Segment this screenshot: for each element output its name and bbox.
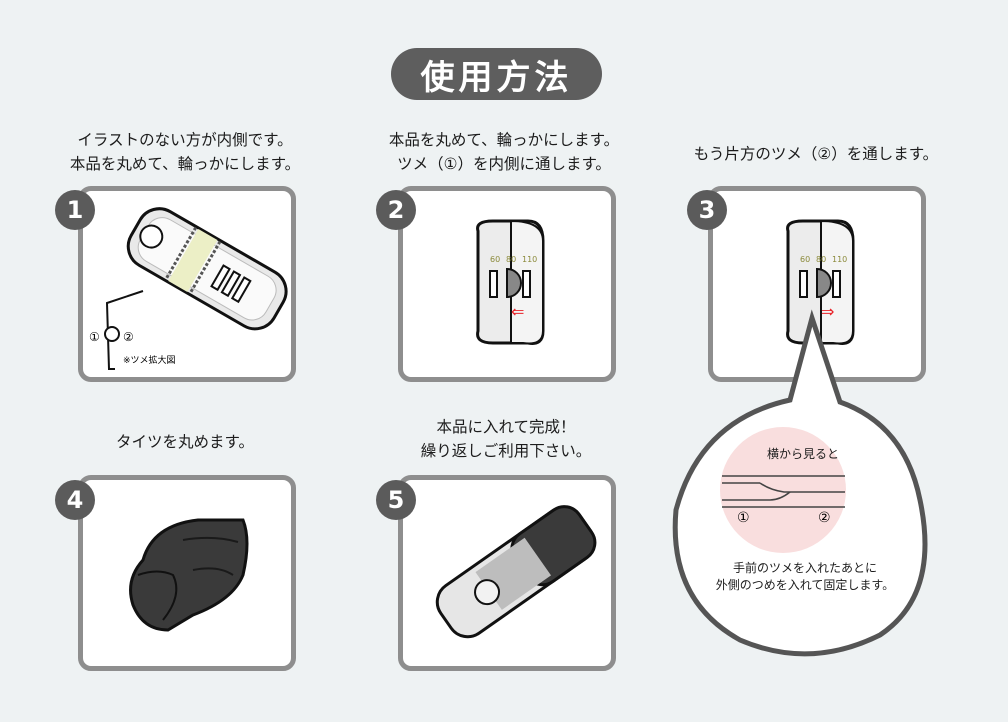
- size-80: 80: [506, 255, 516, 264]
- step-1-panel: ① ② ※ツメ拡大図: [78, 186, 296, 382]
- size-60: 60: [800, 255, 810, 264]
- detail-tab-2-label: ②: [818, 510, 831, 526]
- size-80: 80: [816, 255, 826, 264]
- size-110: 110: [522, 255, 537, 264]
- step-2-badge: 2: [376, 190, 416, 230]
- rolled-holder-illustration: ① ② ※ツメ拡大図: [89, 207, 288, 370]
- step-4-caption: タイツを丸めます。: [116, 433, 254, 451]
- tab-2-label: ②: [123, 330, 134, 344]
- step-5-caption: 本品に入れて完成！ 繰り返しご利用下さい。: [420, 418, 592, 460]
- arrow-left-icon: ⇐: [511, 302, 524, 321]
- step-4-badge: 4: [55, 480, 95, 520]
- size-60: 60: [490, 255, 500, 264]
- arrow-right-icon: ⇒: [821, 302, 834, 321]
- page-title: 使用方法: [391, 48, 602, 100]
- step-1-caption: イラストのない方が内側です。 本品を丸めて、輪っかにします。: [69, 131, 301, 173]
- detail-heading: 横から見ると: [766, 447, 839, 461]
- step-2-caption: 本品を丸めて、輪っかにします。 ツメ（①）を内側に通します。: [388, 131, 620, 173]
- tab-1-label: ①: [89, 330, 100, 344]
- size-110: 110: [832, 255, 847, 264]
- ring-front-illustration: 60 80 110 ⇐: [476, 219, 545, 345]
- step-4-panel: [78, 475, 296, 671]
- step-2-panel: 60 80 110 ⇐: [398, 186, 616, 382]
- detail-tab-1-label: ①: [737, 510, 750, 526]
- finished-holder-illustration: [435, 505, 597, 639]
- step-3-caption: もう片方のツメ（②）を通します。: [693, 145, 939, 163]
- step-1-badge: 1: [55, 190, 95, 230]
- rolled-tights-illustration: [129, 518, 249, 632]
- detail-note: 手前のツメを入れたあとに 外側のつめを入れて固定します。: [715, 561, 895, 592]
- step-3-badge: 3: [687, 190, 727, 230]
- ring-front-locked-illustration: 60 80 110 ⇒: [786, 219, 855, 345]
- step-5-badge: 5: [376, 480, 416, 520]
- zoom-note: ※ツメ拡大図: [123, 354, 176, 366]
- step-5-panel: [398, 475, 616, 671]
